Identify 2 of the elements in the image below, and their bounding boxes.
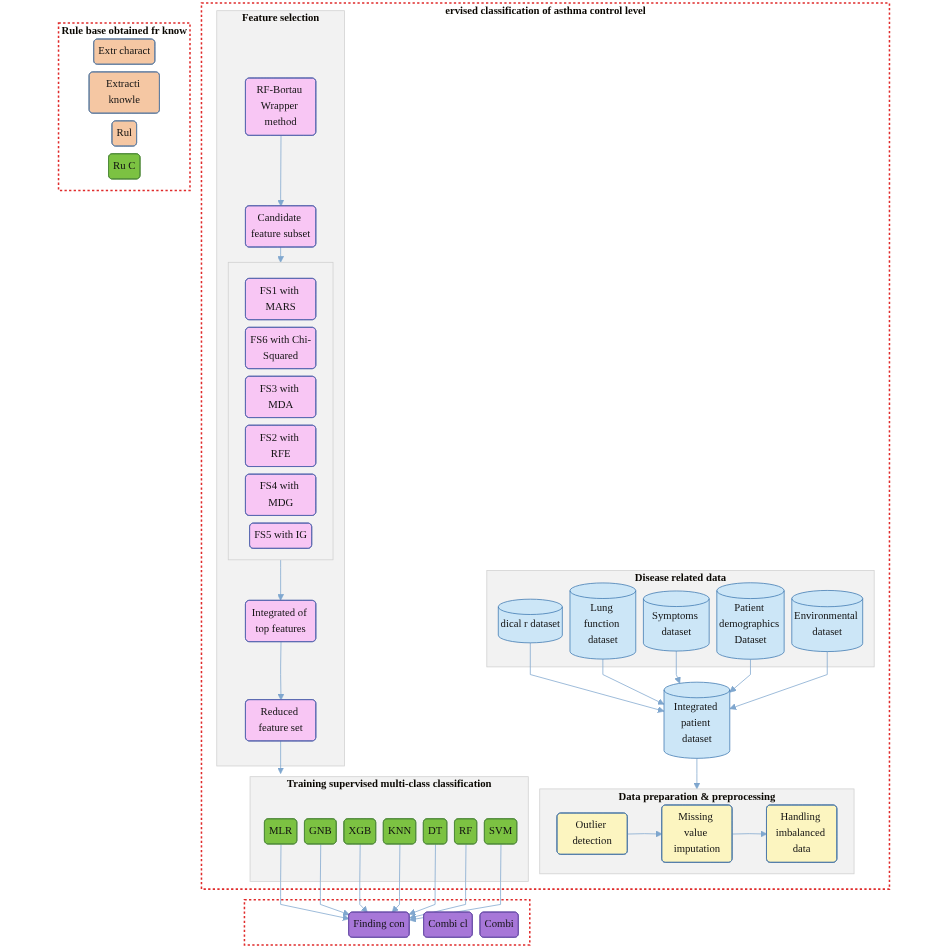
cluster [243,899,531,946]
cluster [227,261,334,561]
